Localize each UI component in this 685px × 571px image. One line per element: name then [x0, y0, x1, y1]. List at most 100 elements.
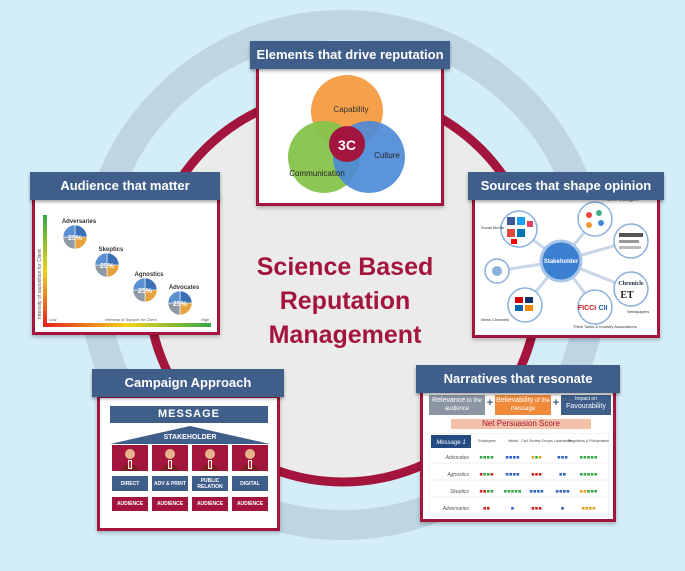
score-dot — [531, 507, 535, 510]
score-dot — [518, 490, 521, 493]
plus-2: + — [552, 397, 560, 409]
score-dot — [516, 473, 520, 476]
table-column-header: Lawmakers — [554, 439, 572, 443]
score-dot — [511, 507, 514, 510]
score-dot — [505, 473, 509, 476]
score-dot — [509, 473, 512, 476]
score-dot — [516, 456, 520, 459]
score-dot — [594, 456, 597, 459]
score-dot — [583, 456, 587, 459]
pie-percent: 25% — [138, 288, 153, 295]
score-dot — [559, 490, 562, 493]
table-row: Skeptics — [431, 489, 607, 498]
score-dot — [531, 473, 535, 476]
relevance-box: Relevance to the audience — [429, 395, 485, 415]
person-icon — [152, 445, 188, 471]
source-logos: Chronicle ET FICCI CII — [484, 201, 649, 325]
high-label: High — [201, 317, 209, 322]
channel-label: DIRECT — [112, 476, 148, 491]
score-dot — [587, 456, 590, 459]
message-1-header: Message 1 — [436, 440, 465, 446]
score-dot — [581, 507, 585, 510]
score-dot — [529, 490, 533, 493]
score-dot — [505, 456, 509, 459]
chronicle-logo: Chronicle — [618, 281, 644, 287]
pie-percent: 25% — [68, 235, 83, 242]
sources-label: Sources that shape opinion — [468, 172, 664, 200]
score-dot — [511, 490, 514, 493]
score-dot — [483, 490, 486, 493]
audience-label: AUDIENCE — [192, 497, 228, 511]
score-dot — [513, 473, 516, 476]
score-dot — [487, 456, 490, 459]
score-dot — [513, 456, 516, 459]
table-row: Adversaries — [431, 506, 607, 515]
person-icon — [232, 445, 268, 471]
main-title: Science Based Reputation Management — [215, 250, 475, 352]
score-dot — [585, 507, 588, 510]
pie-slice — [167, 290, 181, 304]
score-dot — [583, 473, 587, 476]
sources-network: Chronicle ET FICCI CII Stakeholder Socia… — [481, 197, 649, 329]
narratives-card: Relevance to the audience + Believabilit… — [420, 384, 616, 522]
title-line-2: Reputation — [279, 287, 411, 315]
audience-group-name: Skeptics — [99, 247, 124, 253]
channel-label: DIGITAL — [232, 476, 268, 491]
audience-label: AUDIENCE — [232, 497, 268, 511]
node-social-media: Social Media — [481, 225, 505, 230]
score-dot — [590, 490, 594, 493]
score-dot — [538, 473, 542, 476]
stakeholder-hub-label: Stakeholder — [544, 259, 579, 265]
score-dot — [566, 490, 570, 493]
score-dot — [555, 490, 559, 493]
score-dot — [509, 456, 512, 459]
score-dot — [587, 490, 590, 493]
pie-slice — [62, 224, 76, 238]
score-dot — [563, 490, 566, 493]
score-dot — [537, 490, 540, 493]
center-label: 3C — [338, 137, 356, 153]
believability-box: Believability of the message — [495, 395, 551, 415]
score-dot — [483, 507, 486, 510]
score-dot — [592, 507, 596, 510]
table-column-header: Employees — [478, 439, 496, 443]
y-axis-label: Intensity of opposition for Client — [37, 249, 43, 319]
channel-column: ADV & PRINT AUDIENCE — [152, 445, 188, 515]
score-dot — [514, 490, 518, 493]
table-column-header: Media — [508, 439, 518, 443]
score-dot — [580, 490, 583, 493]
audience-label: Audience that matter — [30, 172, 220, 200]
channel-label: PUBLIC RELATION — [192, 476, 228, 491]
score-dot — [483, 456, 486, 459]
audience-group-name: Advocates — [169, 285, 200, 291]
score-dot — [479, 473, 483, 476]
score-dot — [538, 456, 542, 459]
stakeholder-text: STAKEHOLDER — [163, 434, 217, 441]
ficci-logo: FICCI — [578, 305, 596, 312]
audience-pies: 25%Adversaries25%Skeptics25%Agnostics25%… — [62, 219, 200, 316]
score-dot — [490, 473, 494, 476]
audience-group-name: Agnostics — [134, 272, 164, 278]
score-dot — [590, 456, 594, 459]
channel-label: ADV & PRINT — [152, 476, 188, 491]
score-dot — [487, 507, 490, 510]
audience-pie-2: 25%Skeptics — [94, 247, 124, 278]
score-dot — [535, 507, 538, 510]
stakeholder-roof — [110, 426, 270, 444]
score-dot — [533, 490, 536, 493]
audience-pie-1: 25%Adversaries — [62, 219, 97, 250]
score-dot — [561, 456, 564, 459]
communication-label: Communication — [289, 169, 345, 178]
score-dot — [580, 473, 583, 476]
audience-label: AUDIENCE — [152, 497, 188, 511]
score-dot — [535, 473, 538, 476]
node-think-tanks: Think Tanks & Industry Associations — [573, 324, 637, 329]
score-dot — [559, 473, 562, 476]
score-dot — [587, 473, 590, 476]
